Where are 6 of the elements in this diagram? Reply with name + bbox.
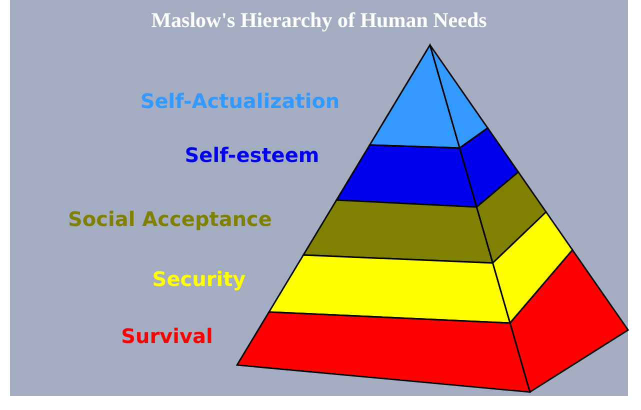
level-label: Security bbox=[152, 267, 246, 291]
level-label: Self-Actualization bbox=[140, 89, 340, 113]
level-label: Social Acceptance bbox=[68, 207, 272, 231]
level-label: Survival bbox=[121, 324, 213, 348]
level-label: Self-esteem bbox=[184, 143, 320, 167]
title: Maslow's Hierarchy of Human Needs bbox=[150, 8, 488, 33]
